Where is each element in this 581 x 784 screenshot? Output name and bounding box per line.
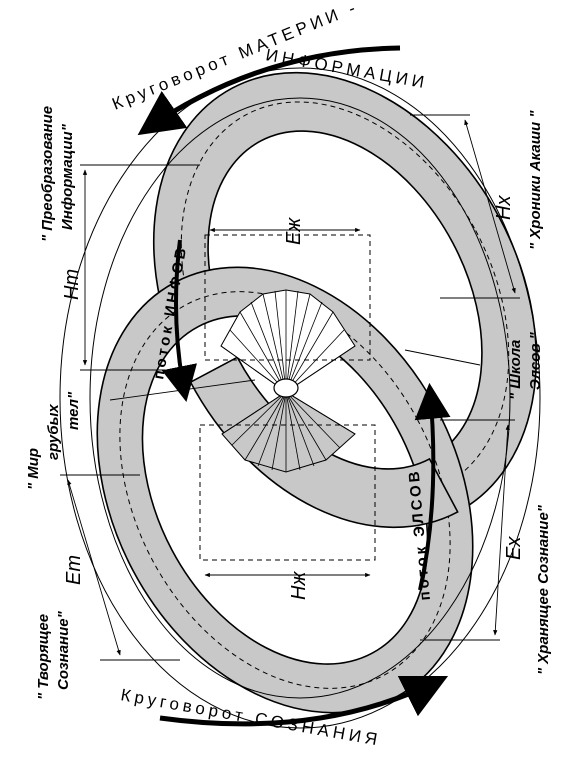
infov-flow-arrow [161,239,198,403]
label-tvoryashchee: " Творящее [35,614,52,700]
central-fan [220,289,356,473]
dim-e-x: Eх [503,536,525,560]
dim-h-zh: Hж [288,571,310,600]
outer-ellipse-large [59,67,541,729]
fan-ray [285,311,334,393]
label-khranyashchee: " Хранящее Сознание" [535,504,552,675]
label-tel: тел" [65,391,82,430]
fan-ray [285,391,356,435]
inner-box-upper [204,234,371,361]
dim-e-t: Eт [63,555,85,585]
fan-ray [285,293,311,393]
label-soznanie-left: Сознание" [55,610,72,690]
label-informatsii: Информации" [59,123,76,230]
label-grubykh: грубых [45,404,62,460]
fan-ray [285,290,299,393]
outer-ellipse-inner [89,97,511,699]
fan-ray [274,290,287,393]
fan-ray [271,391,287,471]
fan-ray [231,391,287,446]
fan-hub [273,378,299,398]
fan-ray [285,301,323,393]
dimension-lines [60,114,520,661]
dim-e-zh: Eж [283,217,305,245]
fan-ray [285,391,301,471]
fan-ray [262,293,287,393]
label-khroniki: " Хроники Акаши " [527,110,544,250]
fan-ray [285,391,327,461]
label-shkola: " Школа [507,340,524,400]
inner-box-lower [199,424,376,561]
bottom-cycle-arrow [159,675,449,727]
fan-ray [285,329,345,393]
fan-ray [221,391,287,435]
label-preobrazovanie: " Преобразование [39,106,56,242]
label-elsov: Элсов " [527,331,544,390]
fan-ray [257,391,287,467]
fan-ray [244,391,287,461]
fan-ray [239,311,287,393]
fan-ray [250,301,287,393]
fan-ray [285,391,341,449]
top-cycle-arrow [137,45,401,136]
dim-h-x: Hх [493,195,515,220]
label-mir: " Мир [25,448,42,490]
dim-h-t: Hт [61,269,83,300]
fan-ray [285,391,315,467]
elsov-flow-arrow [414,382,451,591]
